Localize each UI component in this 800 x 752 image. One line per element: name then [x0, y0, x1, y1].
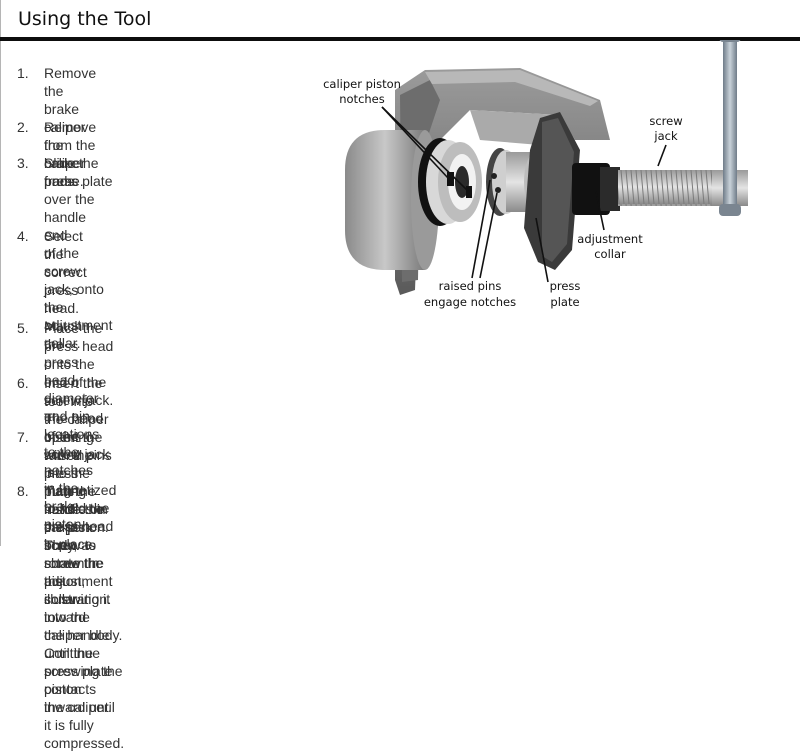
label-caliper-piston-notches: notches — [339, 92, 385, 106]
label-raised-pins: raised pins — [439, 279, 502, 293]
label-caliper-piston-notches: caliper piston — [323, 77, 401, 91]
label-press-plate: plate — [550, 295, 579, 309]
adjustment-collar — [572, 163, 620, 215]
step-text: Place the press head onto the end of the… — [44, 320, 117, 552]
step-text: Slide the press plate over the handle en… — [44, 155, 113, 351]
step-number: 8. — [17, 483, 29, 499]
step-number: 2. — [17, 119, 29, 135]
step-number: 6. — [17, 375, 29, 391]
label-screw-jack: jack — [653, 129, 678, 143]
step-number: 3. — [17, 155, 29, 171]
step-number: 5. — [17, 320, 29, 336]
step-number: 4. — [17, 228, 29, 244]
raised-pin — [491, 173, 497, 179]
label-press-plate: press — [550, 279, 581, 293]
screw-jack-handle — [719, 40, 741, 216]
step-number: 7. — [17, 429, 29, 445]
title-rule — [0, 37, 800, 41]
label-adjustment-collar: adjustment — [577, 232, 643, 246]
leader-lines — [381, 106, 667, 283]
step-text: Remove the brake pads. — [44, 119, 97, 189]
page-left-border — [0, 0, 1, 546]
label-raised-pins: engage notches — [424, 295, 516, 309]
step-text: Select the correct press head. Match the… — [44, 228, 100, 532]
step-text: Remove the brake caliper from the calipe… — [44, 65, 97, 189]
label-screw-jack: screw — [649, 114, 682, 128]
brake-tool-illustration: caliper piston notches screw jack adjust… — [323, 40, 748, 309]
page-title: Using the Tool — [18, 8, 152, 30]
piston-notch — [447, 172, 454, 186]
label-adjustment-collar: collar — [594, 247, 626, 261]
piston-notch — [466, 186, 472, 198]
raised-pin — [495, 187, 501, 193]
step-text: Turn the handle on the jack screw to rot… — [44, 483, 125, 751]
step-number: 1. — [17, 65, 29, 81]
screw-jack-thread — [618, 170, 718, 206]
